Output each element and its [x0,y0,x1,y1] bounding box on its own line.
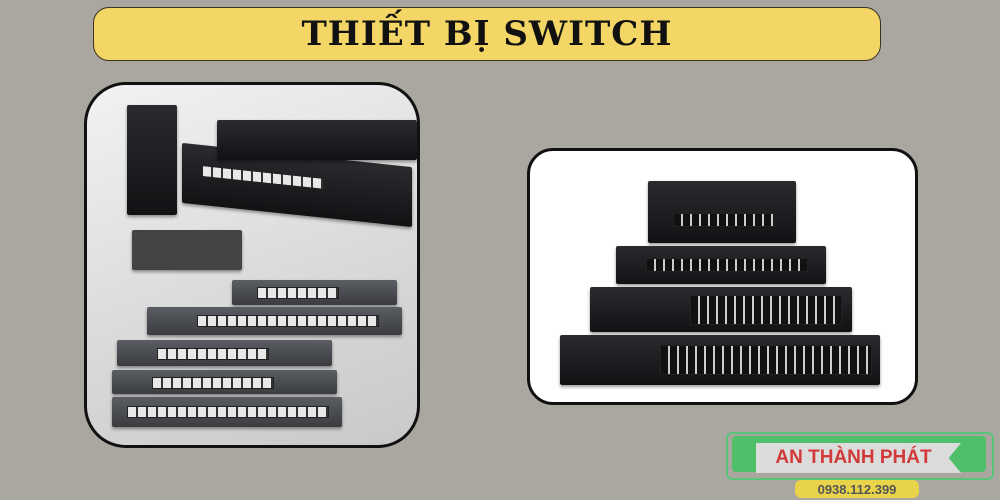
switch [117,340,332,366]
industrial-switches-image [84,82,420,448]
switch [112,370,337,394]
switch [147,307,402,335]
rack-switch [217,120,417,160]
switch-16-port [590,287,852,332]
title-banner: THIẾT BỊ SWITCH [93,7,881,61]
din-rail-switch [127,105,177,215]
switch-24-port [560,335,880,385]
switch-8-port [616,246,826,284]
module [132,230,242,270]
brand-name: AN THÀNH PHÁT [775,447,932,468]
phone-number: 0938.112.399 [795,480,919,498]
stacked-switches-image [527,148,918,405]
switch [112,397,342,427]
switch [232,280,397,305]
page-title: THIẾT BỊ SWITCH [301,14,673,54]
brand-logo: AN THÀNH PHÁT 0938.112.399 [726,432,994,498]
switch-5-port [648,181,796,243]
